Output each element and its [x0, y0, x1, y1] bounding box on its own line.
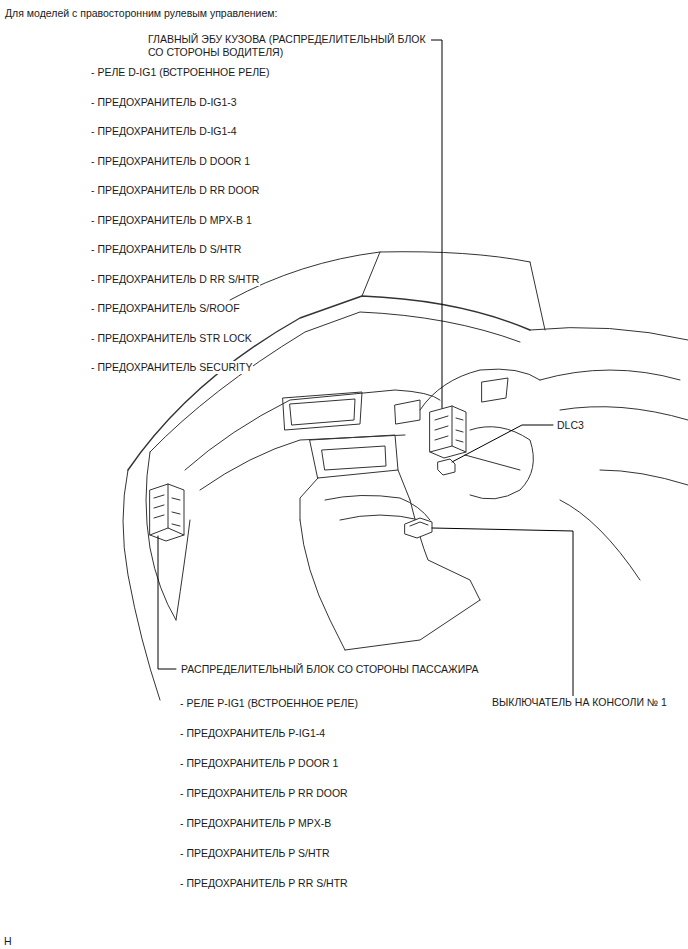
component-item: - ПРЕДОХРАНИТЕЛЬ D-IG1-3 [90, 96, 238, 109]
part-name: РАСПРЕДЕЛИТЕЛЬНЫЙ БЛОК СО СТОРОНЫ ПАССАЖ… [180, 663, 480, 676]
component-item: - ПРЕДОХРАНИТЕЛЬ P DOOR 1 [179, 757, 339, 770]
component-item: - ПРЕДОХРАНИТЕЛЬ D RR S/HTR [90, 273, 260, 286]
component-item: - ПРЕДОХРАНИТЕЛЬ D DOOR 1 [90, 155, 251, 168]
component-item: - ПРЕДОХРАНИТЕЛЬ P MPX-B [179, 817, 332, 830]
component-item: - ПРЕДОХРАНИТЕЛЬ P S/HTR [179, 847, 331, 860]
component-item: - ПРЕДОХРАНИТЕЛЬ D MPX-B 1 [90, 214, 253, 227]
component-item: - РЕЛЕ P-IG1 (ВСТРОЕННОЕ РЕЛЕ) [179, 697, 359, 710]
component-item: - ПРЕДОХРАНИТЕЛЬ D-IG1-4 [90, 125, 238, 138]
component-item: - ПРЕДОХРАНИТЕЛЬ SECURITY [90, 361, 253, 374]
part-name: DLC3 [556, 419, 585, 432]
page-title: Для моделей с правосторонним рулевым упр… [4, 7, 278, 20]
component-item: - ПРЕДОХРАНИТЕЛЬ D S/HTR [90, 243, 242, 256]
component-item: - ПРЕДОХРАНИТЕЛЬ P RR S/HTR [179, 877, 349, 890]
part-name: ВЫКЛЮЧАТЕЛЬ НА КОНСОЛИ № 1 [491, 696, 668, 709]
component-item: - ПРЕДОХРАНИТЕЛЬ D RR DOOR [90, 184, 260, 197]
component-item: - ПРЕДОХРАНИТЕЛЬ P RR DOOR [179, 787, 349, 800]
component-item: - РЕЛЕ D-IG1 (ВСТРОЕННОЕ РЕЛЕ) [90, 66, 271, 79]
component-item: - ПРЕДОХРАНИТЕЛЬ STR LOCK [90, 332, 253, 345]
figure-code: H [3, 935, 13, 948]
component-item: - ПРЕДОХРАНИТЕЛЬ S/ROOF [90, 302, 241, 315]
component-item: - ПРЕДОХРАНИТЕЛЬ P-IG1-4 [179, 727, 326, 740]
part-name: ГЛАВНЫЙ ЭБУ КУЗОВА (РАСПРЕДЕЛИТЕЛЬНЫЙ БЛ… [147, 33, 431, 59]
